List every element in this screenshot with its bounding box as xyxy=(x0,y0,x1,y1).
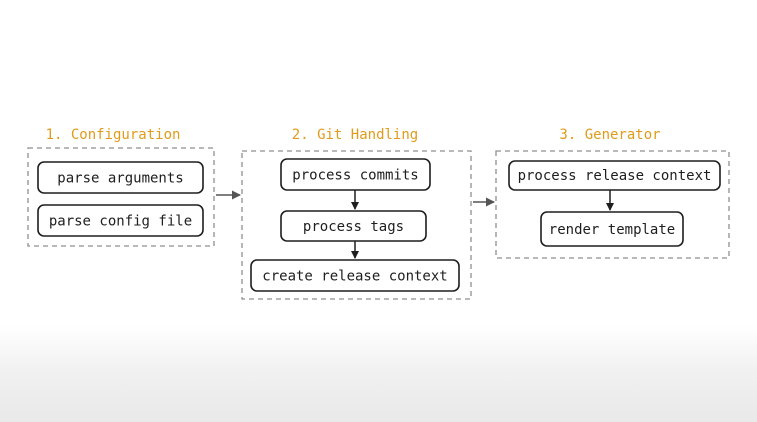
group-border-git-handling xyxy=(241,150,472,300)
group-git-handling: 2. Git Handling process commits process … xyxy=(241,127,472,300)
node-label-process-tags: process tags xyxy=(303,219,404,235)
group-title-generator: 3. Generator xyxy=(559,127,660,143)
node-box-render-template xyxy=(540,211,684,247)
node-box-parse-arguments xyxy=(37,161,204,194)
node-process-tags: process tags xyxy=(280,210,427,242)
node-label-create-release-context: create release context xyxy=(262,269,447,285)
node-label-process-release-context: process release context xyxy=(518,168,712,184)
group-generator: 3. Generator process release context ren… xyxy=(495,127,730,259)
node-label-process-commits: process commits xyxy=(292,168,418,184)
node-label-parse-config-file: parse config file xyxy=(49,214,192,230)
node-create-release-context: create release context xyxy=(250,259,460,292)
group-configuration: 1. Configuration parse arguments parse c… xyxy=(27,127,215,247)
node-process-commits: process commits xyxy=(280,158,431,191)
node-parse-arguments: parse arguments xyxy=(37,161,204,194)
node-render-template: render template xyxy=(540,211,684,247)
group-title-configuration: 1. Configuration xyxy=(46,127,181,143)
node-label-render-template: render template xyxy=(549,222,675,238)
node-box-process-release-context xyxy=(508,160,721,191)
group-title-git-handling: 2. Git Handling xyxy=(292,127,418,143)
node-parse-config-file: parse config file xyxy=(37,204,204,237)
group-border-configuration xyxy=(27,147,215,247)
node-box-process-tags xyxy=(280,210,427,242)
node-box-parse-config-file xyxy=(37,204,204,237)
node-label-parse-arguments: parse arguments xyxy=(57,171,183,187)
node-process-release-context: process release context xyxy=(508,160,721,191)
node-box-create-release-context xyxy=(250,259,460,292)
